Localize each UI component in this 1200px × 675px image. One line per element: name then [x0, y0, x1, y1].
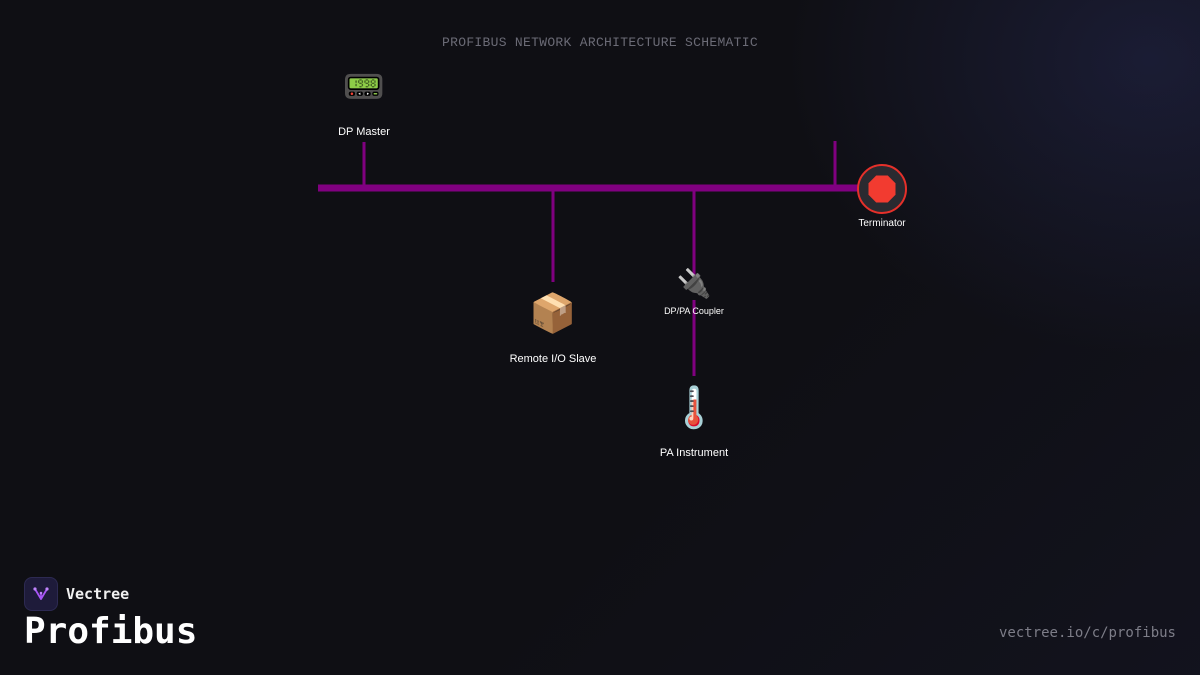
brand-name: Vectree: [66, 585, 130, 603]
remote-io-label: Remote I/O Slave: [509, 353, 597, 365]
node-remote-io-slave[interactable]: 📦 Remote I/O Slave: [510, 294, 597, 365]
page-title: Profibus: [24, 611, 198, 652]
pa-instrument-label: PA Instrument: [659, 447, 729, 459]
brand[interactable]: Vectree: [24, 577, 129, 611]
page-url-link[interactable]: vectree.io/c/profibus: [998, 625, 1176, 641]
terminator-ring: [857, 164, 907, 214]
pager-icon: 📟: [342, 67, 386, 107]
terminator-label: Terminator: [858, 218, 906, 229]
schematic-title: PROFIBUS NETWORK ARCHITECTURE SCHEMATIC: [442, 35, 758, 50]
thermometer-icon: 🌡️: [669, 385, 719, 431]
package-icon: 📦: [529, 291, 577, 335]
vectree-logo-icon: [24, 577, 58, 611]
coupler-label: DP/PA Coupler: [664, 306, 724, 316]
node-dp-master[interactable]: 📟 DP Master: [338, 70, 390, 138]
node-dp-pa-coupler[interactable]: 🔌 DP/PA Coupler: [664, 267, 724, 317]
plug-icon: 🔌: [676, 267, 712, 300]
node-pa-instrument[interactable]: 🌡️ PA Instrument: [660, 388, 728, 459]
stop-sign-icon: [868, 175, 896, 203]
node-terminator[interactable]: Terminator: [857, 164, 907, 229]
dp-master-label: DP Master: [338, 126, 390, 138]
